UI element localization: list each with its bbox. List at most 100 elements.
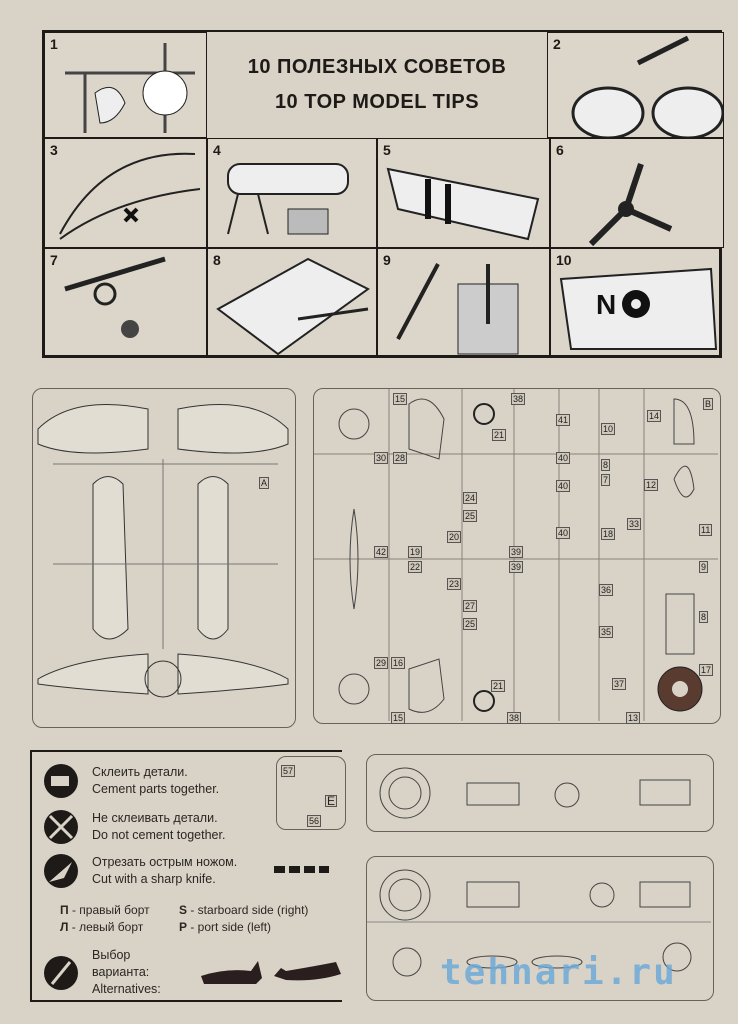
legend-text: Alternatives: bbox=[92, 982, 161, 996]
watermark: tehnari.ru bbox=[440, 952, 677, 993]
part-number: 23 bbox=[447, 578, 462, 590]
tip-8: 8 bbox=[207, 248, 377, 356]
sprue-b-drawing bbox=[314, 389, 718, 721]
tip-number: 1 bbox=[50, 36, 58, 52]
tip-6: 6 bbox=[550, 138, 724, 248]
part-number: 36 bbox=[599, 584, 614, 596]
part-number: 27 bbox=[463, 600, 478, 612]
tip-4: 4 bbox=[207, 138, 377, 248]
legend-key: P bbox=[179, 920, 188, 934]
legend-text: Cement parts together. bbox=[92, 782, 220, 796]
side-key-ru: П - правый борт Л - левый борт bbox=[60, 902, 150, 936]
sprue-letter: E bbox=[325, 794, 338, 808]
part-number: 40 bbox=[556, 527, 571, 539]
part-number: 29 bbox=[374, 657, 389, 669]
tip-illustration: N bbox=[559, 267, 718, 350]
tip-7: 7 bbox=[44, 248, 207, 356]
part-number: 12 bbox=[644, 479, 659, 491]
part-number: 21 bbox=[491, 680, 506, 692]
part-number: 38 bbox=[507, 712, 522, 724]
tip-number: 8 bbox=[213, 252, 221, 268]
part-number: 25 bbox=[463, 618, 478, 630]
part-number: 24 bbox=[463, 492, 478, 504]
part-number: 14 bbox=[647, 410, 662, 422]
knife-icon bbox=[44, 854, 78, 888]
part-number: 20 bbox=[447, 531, 462, 543]
part-number: 21 bbox=[492, 429, 507, 441]
part-number: 30 bbox=[374, 452, 389, 464]
tip-number: 3 bbox=[50, 142, 58, 158]
part-number: 15 bbox=[393, 393, 408, 405]
part-number: 19 bbox=[408, 546, 423, 558]
legend-text: Cut with a sharp knife. bbox=[92, 872, 216, 886]
sprue-c-drawing bbox=[379, 767, 691, 819]
part-number: 15 bbox=[391, 712, 406, 724]
part-number: 42 bbox=[374, 546, 389, 558]
tip-illustration bbox=[571, 35, 723, 137]
sprue-letter: A bbox=[259, 477, 270, 489]
tip-illustration bbox=[588, 163, 673, 247]
legend-key: S bbox=[179, 903, 188, 917]
part-number: 22 bbox=[408, 561, 423, 573]
part-number: 41 bbox=[556, 414, 571, 426]
part-number: 57 bbox=[281, 765, 296, 777]
legend-text: - правый борт bbox=[68, 903, 150, 917]
no-cement-icon bbox=[44, 810, 78, 844]
tip-5: 5 bbox=[377, 138, 550, 248]
part-number: 7 bbox=[601, 474, 611, 486]
legend-cut: Отрезать острым ножом.Cut with a sharp k… bbox=[44, 854, 334, 888]
part-number: 13 bbox=[626, 712, 641, 724]
cut-line-icon bbox=[274, 866, 329, 873]
sprue-d-drawing bbox=[367, 869, 711, 977]
tip-number: 5 bbox=[383, 142, 391, 158]
tip-illustration bbox=[216, 257, 370, 355]
tip-illustration bbox=[386, 167, 540, 241]
legend-cement: Склеить детали. Cement parts together. bbox=[44, 764, 219, 798]
part-number: 37 bbox=[612, 678, 627, 690]
tip-illustration bbox=[227, 163, 349, 235]
part-number: 9 bbox=[699, 561, 709, 573]
legend-alternatives: Выбор варианта: Alternatives: bbox=[44, 947, 342, 998]
part-number: 16 bbox=[391, 657, 406, 669]
part-number: 39 bbox=[509, 561, 524, 573]
tip-number: 2 bbox=[553, 36, 561, 52]
aircraft-silhouettes-icon bbox=[201, 960, 342, 984]
legend-key: П bbox=[60, 903, 69, 917]
tip-illustration bbox=[59, 152, 201, 240]
tip-number: 4 bbox=[213, 142, 221, 158]
part-number: 35 bbox=[599, 626, 614, 638]
part-number: 38 bbox=[511, 393, 526, 405]
tip-1: 1 bbox=[44, 32, 207, 138]
part-number: 8 bbox=[699, 611, 709, 623]
legend-text: Не склеивать детали. bbox=[92, 811, 218, 825]
svg-text:N: N bbox=[596, 289, 616, 320]
side-key-en: S - starboard side (right) P - port side… bbox=[179, 902, 308, 936]
part-number: 40 bbox=[556, 480, 571, 492]
tip-number: 9 bbox=[383, 252, 391, 268]
part-number: 39 bbox=[509, 546, 524, 558]
legend-text: Склеить детали. bbox=[92, 765, 188, 779]
sprue-a-drawing bbox=[37, 404, 289, 698]
tip-illustration bbox=[65, 43, 195, 133]
legend-text: - левый борт bbox=[68, 920, 144, 934]
tip-2: 2 bbox=[547, 32, 724, 138]
part-number: 25 bbox=[463, 510, 478, 522]
legend-text: - starboard side (right) bbox=[187, 903, 309, 917]
legend-text: Выбор варианта: bbox=[92, 948, 150, 979]
part-number: 40 bbox=[556, 452, 571, 464]
sprue-letter: B bbox=[703, 398, 714, 410]
sprue-a: A bbox=[32, 388, 296, 728]
part-number: 11 bbox=[699, 524, 713, 536]
legend-key: Л bbox=[60, 920, 69, 934]
legend-text: - port side (left) bbox=[187, 920, 272, 934]
legend-no-cement: Не склеивать детали.Do not cement togeth… bbox=[44, 810, 225, 844]
tip-10: 10 N bbox=[550, 248, 720, 356]
tip-number: 6 bbox=[556, 142, 564, 158]
part-number: 33 bbox=[627, 518, 642, 530]
cement-icon bbox=[44, 764, 78, 798]
part-number: 18 bbox=[601, 528, 616, 540]
part-number: 17 bbox=[699, 664, 714, 676]
part-number: 56 bbox=[307, 815, 322, 827]
